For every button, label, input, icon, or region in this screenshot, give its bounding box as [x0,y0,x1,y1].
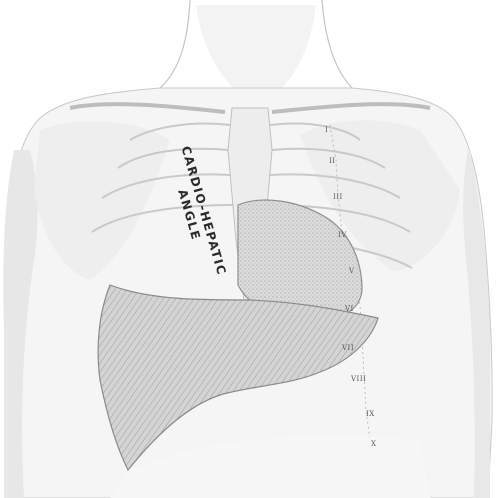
rib-label-i: I [325,126,328,134]
neck-shading [196,5,316,90]
rib-label-vii: VII [342,344,354,352]
rib-label-x: X [371,440,376,448]
rib-label-ix: IX [366,410,375,418]
rib-label-ii: II [329,157,336,165]
rib-label-v: V [349,267,355,275]
rib-label-iii: III [333,193,343,201]
rib-label-iv: IV [338,231,347,239]
rib-label-vi: VI [345,305,354,313]
rib-label-viii: VIII [351,375,366,383]
